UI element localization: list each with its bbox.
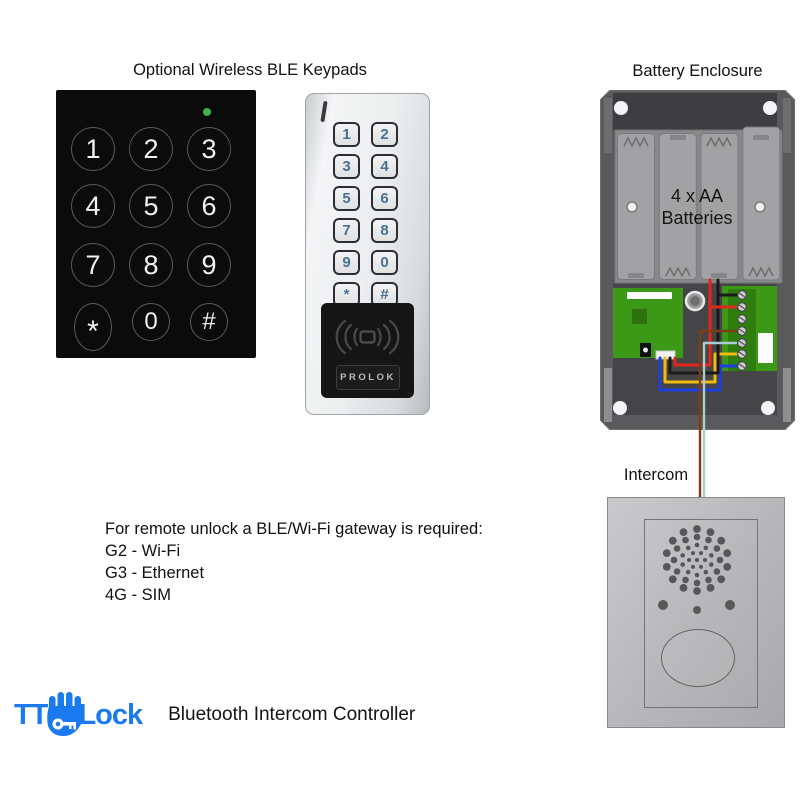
black-ble-keypad: 1 2 3 4 5 6 7 8 9 * 0 #	[56, 90, 256, 358]
call-button[interactable]	[661, 629, 735, 687]
silver-key-7[interactable]: 7	[333, 218, 360, 243]
metal-button[interactable]	[684, 290, 706, 312]
wiring	[658, 278, 738, 430]
battery-contact	[628, 135, 769, 278]
black-key-0[interactable]: 0	[132, 303, 170, 341]
battery-spring	[623, 136, 774, 278]
footer: TT Lock Bluetooth Intercom Controller	[14, 690, 415, 740]
black-key-1[interactable]: 1	[71, 127, 115, 171]
led-slot	[320, 100, 328, 123]
wire-brown	[698, 329, 738, 430]
silver-key-1[interactable]: 1	[333, 122, 360, 147]
speaker-grille	[662, 525, 732, 595]
note-line: For remote unlock a BLE/Wi-Fi gateway is…	[105, 520, 483, 538]
battery-enclosure: 4 x AA Batteries	[600, 90, 795, 430]
brand-plate: PROLOK	[336, 365, 400, 390]
screw-hole	[613, 401, 627, 415]
black-key-6[interactable]: 6	[187, 184, 231, 228]
black-key-8[interactable]: 8	[129, 243, 173, 287]
battery-count-label-line2: Batteries	[661, 208, 732, 228]
wire-yellow	[663, 352, 738, 384]
logo-tt-text: TT	[14, 698, 48, 731]
silver-ble-keypad: 1 2 3 4 5 6 7 8 9 0 * # PROLOK	[305, 93, 430, 415]
intercom-panel	[607, 497, 785, 728]
microphone-hole	[658, 600, 668, 610]
note-line: G2 - Wi-Fi	[105, 542, 181, 560]
black-key-4[interactable]: 4	[71, 184, 115, 228]
screw-hole	[626, 201, 638, 213]
black-key-3[interactable]: 3	[187, 127, 231, 171]
terminal-pcb	[722, 286, 777, 371]
controller-pcb	[613, 288, 683, 360]
status-led	[203, 108, 211, 116]
silver-key-3[interactable]: 3	[333, 154, 360, 179]
intercom-label: Intercom	[623, 466, 689, 484]
ttlock-hand-key-icon	[47, 692, 83, 736]
screw-hole	[614, 101, 628, 115]
black-key-hash[interactable]: #	[190, 303, 228, 341]
product-name: Bluetooth Intercom Controller	[168, 704, 416, 725]
wire-lightblue	[702, 341, 738, 430]
intercom-cable	[698, 428, 706, 498]
logo-lock-text: Lock	[78, 698, 143, 731]
terminal-screws	[737, 290, 747, 371]
screw-hole	[761, 401, 775, 415]
rfid-wave-icon	[335, 319, 400, 355]
wire-black	[668, 278, 720, 375]
silver-key-9[interactable]: 9	[333, 250, 360, 275]
silver-key-4[interactable]: 4	[371, 154, 398, 179]
intercom-faceplate	[644, 519, 758, 708]
screw-hole	[754, 201, 766, 213]
battery-section-title: Battery Enclosure	[632, 62, 763, 80]
battery-holder: 4 x AA Batteries	[614, 126, 783, 284]
rfid-reader-panel: PROLOK	[321, 303, 414, 398]
black-key-2[interactable]: 2	[129, 127, 173, 171]
silver-key-2[interactable]: 2	[371, 122, 398, 147]
wire-blue	[658, 356, 738, 392]
black-key-7[interactable]: 7	[71, 243, 115, 287]
note-line: 4G - SIM	[105, 586, 172, 604]
silver-key-5[interactable]: 5	[333, 186, 360, 211]
gateway-notes: For remote unlock a BLE/Wi-Fi gateway is…	[105, 518, 483, 606]
microphone-hole	[693, 606, 701, 614]
screw-hole	[763, 101, 777, 115]
wire-red	[673, 278, 712, 367]
silver-key-6[interactable]: 6	[371, 186, 398, 211]
keypads-section-title: Optional Wireless BLE Keypads	[133, 61, 367, 79]
silver-key-star[interactable]: *	[333, 282, 360, 307]
silver-key-0[interactable]: 0	[371, 250, 398, 275]
black-key-5[interactable]: 5	[129, 184, 173, 228]
silver-key-8[interactable]: 8	[371, 218, 398, 243]
microphone-hole	[725, 600, 735, 610]
note-line: G3 - Ethernet	[105, 564, 205, 582]
relay-block	[758, 333, 773, 363]
black-key-star[interactable]: *	[74, 303, 112, 351]
black-key-9[interactable]: 9	[187, 243, 231, 287]
battery-count-label-line1: 4 x AA	[671, 186, 723, 206]
enclosure-top-panel	[613, 93, 777, 131]
